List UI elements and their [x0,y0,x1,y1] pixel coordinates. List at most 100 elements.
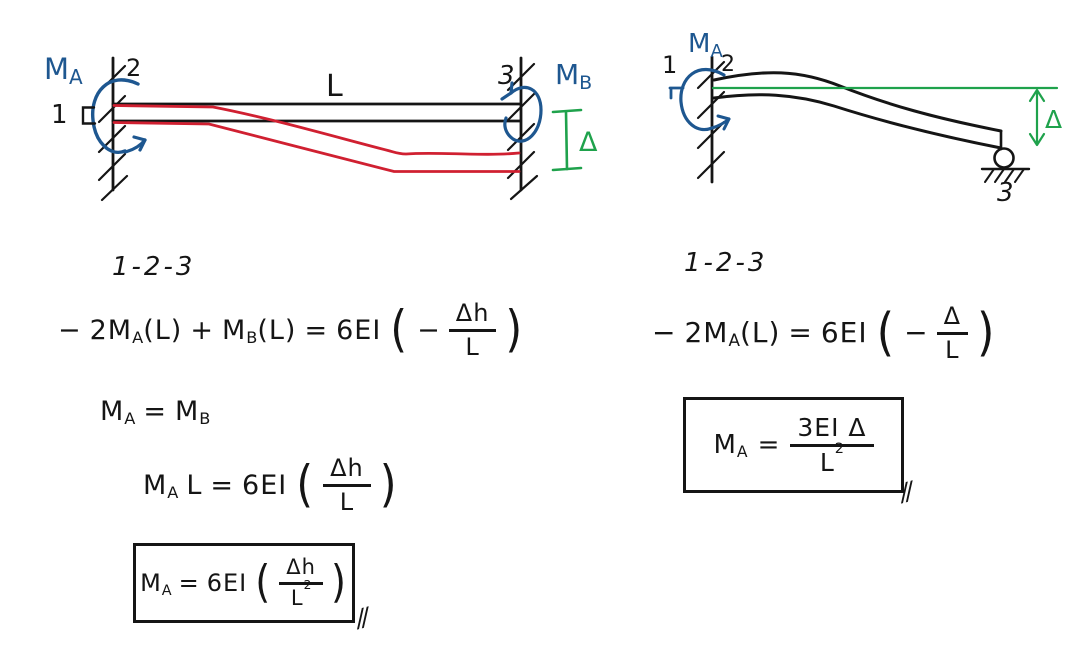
moment-arc [679,67,726,132]
deflected-beam [712,71,1003,151]
undeflected-beam [111,102,522,123]
moment-arrowhead [716,114,731,131]
wall-hatch [509,174,539,201]
fraction: Δ L [936,303,968,364]
moment-arc [503,85,543,143]
fraction-denominator: L [945,335,960,364]
fraction: Δh L [323,455,371,516]
beam-end-bracket [81,106,97,125]
moment-arrowhead [132,135,147,152]
eq-token: = [788,316,813,350]
fraction-denominator: L2 [819,442,844,477]
right-fixed-support [506,56,539,201]
fraction-numerator: 3EI Δ [790,413,874,447]
moment-arrowhead [500,81,514,101]
eq-token: 6EI [242,469,288,501]
fraction-denominator: L2 [290,578,311,611]
fraction: Δh L2 [279,555,323,611]
moment-a-sub: A [69,65,83,89]
eq-text: 2M [684,316,729,350]
delta-dimension-left-diagram: Δ [551,108,598,172]
node-2-label: 2 [721,52,735,77]
moment-a-sub: A [710,41,723,62]
span-label-left: 1-2-3 [112,252,196,282]
wall-hatch [506,150,536,180]
wall-hatch [506,122,536,152]
beam-diagram-fixed-roller: Δ MA 1 2 3 [662,29,1062,208]
node-3-label: 3 [997,178,1014,208]
wall-hatch [100,174,129,202]
eq-token: − [58,314,82,346]
eq-text: (L) [739,316,781,350]
node-1-label: 1 [51,100,68,130]
moment-arrow-mb-right [500,81,543,143]
eq-token: L [186,469,203,501]
eq-token: − [417,314,441,346]
fraction-numerator: Δh [323,455,371,487]
wall-hatch [506,92,536,122]
fraction-denominator: L [339,487,355,516]
moment-arrow-ma-left [91,78,147,154]
close-paren: ) [505,301,524,359]
moment-a-base: M [44,52,69,86]
span-label-right: 1-2-3 [684,248,768,278]
moment-arc [91,78,140,154]
eq-token: = [143,396,167,427]
eq-text: M [140,569,162,597]
eq-token: = [178,569,200,597]
close-paren: ) [330,556,347,608]
node-2-label: 2 [126,54,141,82]
fraction: 3EI Δ L2 [790,413,874,477]
deflected-top-curve [112,104,521,156]
moment-b-base: M [555,58,579,91]
node-1-label: 1 [662,51,677,79]
eq-text: M [221,314,247,346]
wall-hatch [696,150,726,180]
eq-token: − [904,316,929,350]
beam-diagram-fixed-fixed: Δ MA MB 1 2 3 L [44,52,598,202]
open-paren: ( [876,302,896,364]
delta-label: Δ [579,127,598,158]
dimension-line [564,110,569,171]
eq-text: M [713,430,737,460]
eq-text: M [143,469,168,501]
roller-circle [993,147,1015,169]
fraction: Δh L [448,300,497,361]
deflected-bottom-curve [112,121,521,173]
eq-text: L [819,447,835,477]
eq-text: M [175,396,200,427]
ground-hatch [984,168,995,183]
fraction-numerator: Δ [936,303,968,335]
eq-token: = [304,314,329,346]
eq-sup: 2 [834,441,845,458]
fraction-numerator: Δh [448,300,497,332]
moment-arrow-ma [668,67,731,132]
wall-hatch [97,152,127,182]
eq-text: L [290,585,304,610]
dimension-cap-top [551,108,583,114]
fixed-end-tick [668,86,685,100]
fraction-numerator: Δh [279,555,323,585]
delta-label: Δ [1045,105,1062,134]
eq-token: 6EI [336,314,382,346]
ground-hatch [1014,168,1025,183]
eq-token: + [190,314,214,346]
deflected-shape-red [112,104,521,173]
eq-text: (L) [143,314,183,346]
eq-sup: 2 [303,577,312,592]
beam-top-curve [712,71,1003,133]
wall-hatch [696,60,726,90]
reference-line-and-delta: Δ [711,86,1062,147]
eq-text: 2M [89,314,133,346]
